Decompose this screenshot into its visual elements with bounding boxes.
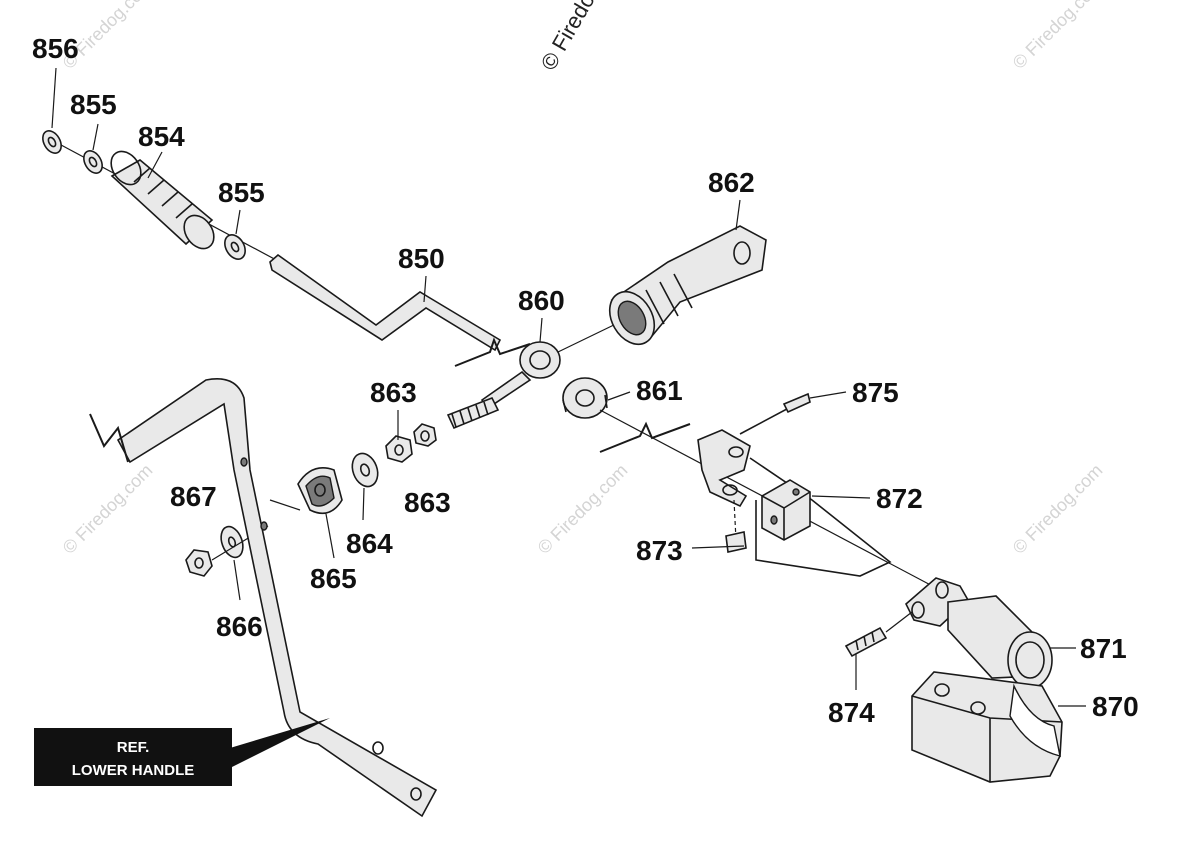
eye-bolt-860 — [446, 341, 561, 430]
part-labels: 856 855 854 855 850 862 860 861 863 863 … — [32, 33, 1139, 728]
pin-875 — [739, 392, 811, 435]
label-850: 850 — [398, 243, 445, 274]
nuts-863 — [385, 423, 437, 463]
nut-washer-866 — [185, 525, 269, 577]
washer-855-mid — [224, 234, 246, 260]
label-862: 862 — [708, 167, 755, 198]
label-856: 856 — [32, 33, 79, 64]
label-865: 865 — [310, 563, 357, 594]
watermark-mid-left: © Firedog.com — [59, 460, 157, 558]
watermark-mid-center: © Firedog.com — [534, 460, 632, 558]
label-855-mid: 855 — [218, 177, 265, 208]
ref-box-background — [34, 728, 232, 786]
ref-lower-handle-box: REF. LOWER HANDLE — [34, 718, 330, 786]
upper-shaft-assembly — [42, 130, 767, 577]
spacer-861 — [562, 377, 608, 419]
label-855-top: 855 — [70, 89, 117, 120]
label-873: 873 — [636, 535, 683, 566]
grip-854 — [110, 150, 215, 250]
label-864: 864 — [346, 528, 393, 559]
lower-handle-867 — [89, 378, 438, 818]
pivot-housing-871 — [905, 577, 1053, 689]
clevis-bracket — [697, 429, 751, 508]
cam-865 — [297, 467, 343, 515]
watermark-top-right: © Firedog.com — [1009, 0, 1107, 73]
label-863-top: 863 — [370, 377, 417, 408]
label-875: 875 — [852, 377, 899, 408]
label-874: 874 — [828, 697, 875, 728]
block-872 — [749, 457, 892, 577]
watermarks: © Firedog.com © Firedog.com © Firedog.co… — [59, 0, 1107, 558]
handle-grip-862 — [608, 225, 767, 346]
washer-864 — [351, 452, 379, 488]
copyright-mark: © Firedo — [536, 0, 600, 74]
washer-856 — [42, 130, 62, 154]
label-861: 861 — [636, 375, 683, 406]
label-866: 866 — [216, 611, 263, 642]
label-870: 870 — [1092, 691, 1139, 722]
label-872: 872 — [876, 483, 923, 514]
ref-box-line2: LOWER HANDLE — [72, 762, 195, 779]
ref-pointer — [230, 718, 330, 768]
label-871: 871 — [1080, 633, 1127, 664]
crank-rod-850 — [269, 253, 531, 367]
leader-lines — [51, 67, 1086, 707]
label-863-bottom: 863 — [404, 487, 451, 518]
watermark-mid-right: © Firedog.com — [1009, 460, 1107, 558]
right-linkage-assembly — [599, 392, 1063, 783]
base-bracket-870 — [911, 671, 1063, 783]
label-854: 854 — [138, 121, 185, 152]
washer-855-top — [83, 150, 103, 174]
ref-box-line1: REF. — [117, 739, 150, 756]
label-867: 867 — [170, 481, 217, 512]
bolt-874 — [844, 611, 913, 658]
cotter-873 — [725, 499, 747, 553]
label-860: 860 — [518, 285, 565, 316]
